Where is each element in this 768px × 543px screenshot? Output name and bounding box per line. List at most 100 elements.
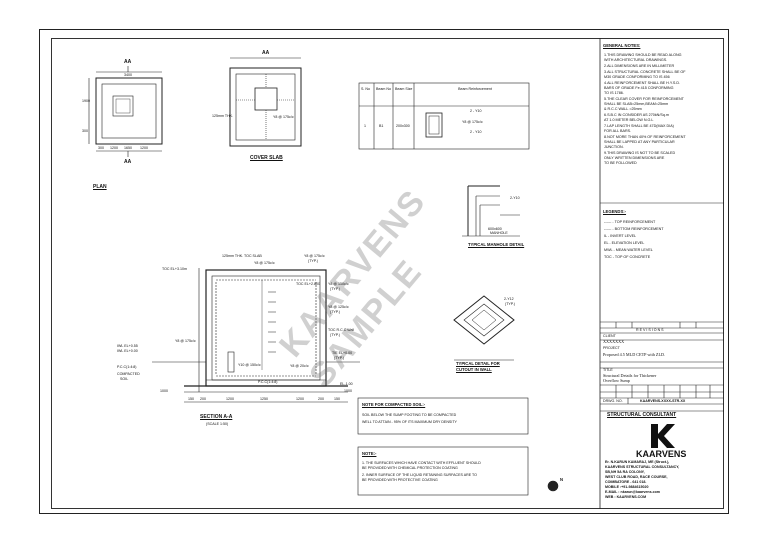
- section-pcc-bottom: P.C.C(1:4:8): [258, 380, 278, 384]
- schedule-bar-bottom: 2 - Y10: [470, 130, 482, 134]
- section-soil: SOIL: [120, 377, 129, 381]
- manhole-note-bars: 2-Y10: [510, 196, 520, 200]
- address-line: E-MAIL : nkarun@kaarvens.com: [605, 490, 660, 494]
- cutout-detail-label: TYPICAL DETAIL FOR: [456, 361, 500, 366]
- note-line-1: 1. THE SURFACES WHICH HAVE CONTACT WITH …: [362, 461, 481, 465]
- manhole-note-label: MANHOLE: [490, 231, 508, 235]
- address-line: COIMBATORE - 641 018.: [605, 480, 647, 484]
- drawing-title-line-1: Structural Details for Thickener: [603, 373, 657, 378]
- general-note-line: ONLY WRITTEN DIMENSIONS ARE: [604, 156, 665, 160]
- structural-consultant-label: STRUCTURAL CONSULTANT: [607, 412, 677, 418]
- schedule-header-sno: S. No: [361, 87, 370, 91]
- plan-dim-1: 300: [98, 146, 104, 150]
- section-bar-7: Y8 @ 125c/c: [328, 305, 349, 309]
- plan-dim-2: 1200: [110, 146, 118, 150]
- note-line-4: BE PROVIDED WITH PROTECTIVE COATING: [362, 478, 438, 482]
- section-dim-4: 1250: [260, 397, 268, 401]
- note-compacted-title: NOTE FOR COMPACTED SOIL:-: [362, 402, 426, 407]
- cutout-note-typ: (TYP.): [505, 302, 515, 306]
- legend-item: ------ - BOTTOM REINFORCEMENT: [604, 227, 664, 231]
- schedule-cell-sno: 1: [364, 124, 366, 128]
- note-line-3: 2. INNER SURFACE OF THE LIQUID RETAINING…: [362, 473, 477, 477]
- general-note-line: 3.ALL STRUCTURAL CONCRETE SHALL BE OF: [604, 70, 686, 74]
- section-bar-5: Y10 @ 150c/c: [238, 363, 261, 367]
- section-dim-8: 1000: [160, 389, 168, 393]
- section-dim-7: 150: [334, 397, 340, 401]
- note-compacted-line-2: WELL TO ATTAIN - 95% OF ITS MAXIMUM DRY …: [362, 420, 457, 424]
- general-note-line: M30 GRADE CONFORMING TO IS 456: [604, 75, 670, 79]
- general-note-line: AT 1.0 METER BELOW N.G.L: [604, 118, 654, 122]
- section-dim-6: 200: [318, 397, 324, 401]
- section-dim-5: 1200: [296, 397, 304, 401]
- note-compacted-line-1: SOIL BELOW THE SUMP FOOTING TO BE COMPAC…: [362, 413, 457, 417]
- section-typ-4: (TYP.): [334, 356, 344, 360]
- section-compacted: COMPACTED: [117, 372, 140, 376]
- section-typ-5: (TYP.): [330, 310, 340, 314]
- section-dim-2: 200: [200, 397, 206, 401]
- general-note-line: 4.ALL REINFORCEMENT SHALL BE H.Y.S.D.: [604, 81, 681, 85]
- section-tie-level: TIE EL+0.00: [332, 351, 353, 355]
- cutout-note-bars: 2-Y12: [504, 297, 514, 301]
- section-typ-1: (TYP.): [308, 259, 318, 263]
- manhole-note-size: 600x600: [488, 227, 502, 231]
- section-bar-4: Y8 @ 175c/c: [175, 339, 196, 343]
- note-line-2: BE PROVIDED WITH CHEMICAL PROTECTION COA…: [362, 466, 458, 470]
- general-note-line: JUNCTION.: [604, 145, 624, 149]
- section-iwl-2: IWL EL+0.00: [117, 349, 138, 353]
- general-note-line: SHALL BE SLAB=25mm,BEAM=25mm: [604, 102, 669, 106]
- general-note-line: 5.THE CLEAR COVER FOR REINFORCEMENT: [604, 97, 684, 101]
- plan-label: PLAN: [93, 184, 107, 190]
- plan-dim-6: 300: [82, 129, 88, 133]
- cover-slab-bar-note: Y8 @ 175c/c: [273, 115, 294, 119]
- section-dim-9: 1000: [344, 389, 352, 393]
- general-note-line: 1.THIS DRAWING SHOULD BE READ ALONG: [604, 53, 682, 57]
- cover-slab-section-ref: AA: [262, 50, 270, 56]
- address-line: KAARVENS STRUCTURAL CONSULTANCY,: [605, 465, 680, 469]
- plan-section-ref-bottom: AA: [124, 159, 132, 165]
- cutout-detail-label-2: CUTOUT IN WALL: [456, 367, 492, 372]
- section-dim-3: 1200: [226, 397, 234, 401]
- plan-dim-7: 3400: [124, 73, 132, 77]
- section-pcc-left: P.C.C(1:4:8): [117, 365, 137, 369]
- section-bar-1: Y8 @ 175c/c: [254, 261, 275, 265]
- section-typ-3: (TYP.): [330, 333, 340, 337]
- section-dim-1: 150: [188, 397, 194, 401]
- drawing-number: KAARVENS-XXXX-STR-XX: [640, 399, 686, 403]
- project-name: Proposed 4.5 MLD CETP with ZLD.: [603, 352, 666, 357]
- section-el-bottom: EL-1.00: [340, 382, 353, 386]
- address-line: Er. N.KARUN KAMARAJ, ME (Struct.),: [605, 460, 670, 464]
- drawing-title-line-2: Overflow Sump: [603, 378, 630, 383]
- cover-slab-label: COVER SLAB: [250, 155, 283, 161]
- address-line: WEB : KAARVENS.COM: [605, 495, 647, 499]
- note-title: NOTE:-: [362, 451, 377, 456]
- general-note-line: 7.LAP LENGTH SHALL BE 47D(MAX DIA): [604, 124, 674, 128]
- drawing-sheet-inner: [51, 38, 724, 509]
- schedule-header-beam-no: Beam No: [376, 87, 391, 91]
- section-label: SECTION A-A: [200, 414, 233, 420]
- legend-item: MWL - MEAN WATER LEVEL: [604, 248, 653, 252]
- client-label: CLIENT: [603, 334, 616, 338]
- general-note-line: 6.S.B.C IN CONSIDER AS 270kN/Sq.m: [604, 113, 669, 117]
- general-note-line: 8.NOT MORE THAN 40% OF REINFORCEMENT: [604, 135, 686, 139]
- section-toc-level: TOC EL+3.10m: [162, 267, 188, 271]
- general-note-line: FOR ALL BARS.: [604, 129, 632, 133]
- section-scale: (SCALE 1:50): [206, 422, 229, 426]
- drawing-sheet-outer: [39, 29, 729, 514]
- company-name: KAARVENS: [636, 449, 687, 459]
- legends-title: LEGENDS:-: [603, 209, 627, 214]
- address-line: WEST CLUB ROAD, RACE COURSE,: [605, 475, 668, 479]
- general-note-line: 9.THIS DRAWING IS NOT TO BE SCALED: [604, 151, 676, 155]
- schedule-bar-top: 2 - Y10: [470, 109, 482, 113]
- general-note-line: TO IS 1786.: [604, 91, 624, 95]
- section-typ-2: (TYP.): [330, 287, 340, 291]
- general-note-line: 2.ALL DIMENSIONS ARE IN MILLIMETER: [604, 64, 675, 68]
- legend-item: TOC - TOP OF CONCRETE: [604, 255, 651, 259]
- general-notes-title: GENERAL NOTES:: [603, 43, 641, 48]
- general-note-line: BARS OF GRADE Fe 415 CONFORMING: [604, 86, 674, 90]
- plan-dim-3: 1650: [124, 146, 132, 150]
- general-note-line: & R.C.C WALL =25mm: [604, 107, 642, 111]
- plan-dim-5: 1900: [82, 99, 90, 103]
- schedule-header-beam-size: Beam Size: [395, 87, 413, 91]
- legend-item: ------ - TOP REINFORCEMENT: [604, 220, 656, 224]
